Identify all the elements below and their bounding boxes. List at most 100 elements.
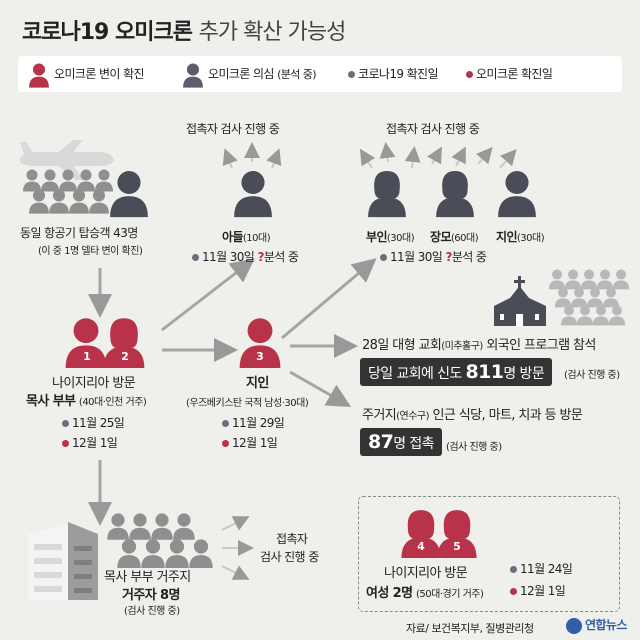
congregation-crowd-icon: [548, 269, 630, 326]
legend: 오미크론 변이 확진 오미크론 의심 (분석 중) 코로나19 확진일 오미크론…: [18, 56, 622, 92]
residence-district: (연수구): [396, 411, 429, 422]
passengers-note: (이 중 1명 델타 변이 확진): [38, 246, 143, 257]
women-label-wrap: 여성 2명 (50대·경기 거주): [366, 582, 484, 601]
church-visitors-box: 당일 교회에 신도 811명 방문: [360, 358, 553, 386]
women-date2-wrap: 12월 1일: [510, 582, 566, 599]
wife-person-icon: [368, 170, 406, 218]
legend-suspected: 오미크론 의심: [208, 67, 274, 81]
red-dot-icon: [466, 71, 473, 78]
case-number-2: 2: [121, 350, 129, 363]
legend-covid-date: 코로나19 확진일: [358, 67, 439, 81]
gray-dot-icon: [380, 254, 387, 261]
couple-label-wrap: 목사 부부 (40대·인천 거주): [26, 390, 147, 409]
residents-count-wrap: 거주자 8명: [122, 584, 180, 603]
family-date-wrap: 11월 30일 ?분석 중: [380, 248, 487, 265]
red-dot-icon: [222, 440, 229, 447]
residence-contacts-box: 87명 접촉: [360, 428, 442, 456]
contact-testing-label-right: 접촉자 검사 진행 중: [386, 122, 480, 136]
women-trip: 나이지리아 방문: [384, 566, 468, 581]
wife-label: 부인: [366, 230, 387, 244]
acq-covid-date: 11월 29일: [232, 416, 285, 430]
family-analysis: 분석 중: [451, 250, 487, 264]
residence-line-wrap: 주거지(연수구) 인근 식당, 마트, 치과 등 방문: [362, 404, 583, 423]
friend-person-icon: [498, 170, 536, 218]
case-number-3: 3: [256, 350, 264, 363]
contact-mid-line2: 검사 진행 중: [260, 550, 319, 564]
church-testing-note: (검사 진행 중): [564, 370, 620, 381]
church-line-wrap: 28일 대형 교회(미추홀구) 외국인 프로그램 참석: [362, 334, 596, 353]
legend-omicron-wrap: 오미크론 확진일: [466, 65, 553, 82]
couple-date1-wrap: 11월 25일: [62, 414, 125, 431]
contact-testing-label-left: 접촉자 검사 진행 중: [186, 122, 280, 136]
legend-suspected-wrap: 오미크론 의심 (분석 중): [208, 65, 317, 82]
legend-confirmed: 오미크론 변이 확진: [54, 67, 145, 81]
son-person-icon: [234, 170, 272, 218]
apartment-building-icon: [28, 522, 98, 600]
source-credit: 자료/ 보건복지부, 질병관리청: [406, 622, 534, 635]
acq-label-wrap: 지인: [246, 372, 269, 391]
residents-location: 목사 부부 거주지: [104, 570, 191, 585]
women-label: 여성 2명: [366, 586, 413, 601]
couple-covid-date: 11월 25일: [72, 416, 125, 430]
case-number-5: 5: [453, 540, 461, 553]
son-analysis: 분석 중: [263, 250, 299, 264]
red-dot-icon: [62, 440, 69, 447]
gray-dot-icon: [348, 71, 355, 78]
son-age: (10대): [242, 233, 271, 244]
acq-date2-wrap: 12월 1일: [222, 434, 278, 451]
women-group-box: [358, 496, 620, 612]
family-date: 11월 30일: [390, 250, 443, 264]
son-label: 아들: [222, 230, 243, 244]
delta-case-person-icon: [110, 170, 148, 218]
mother-in-law-person-icon: [436, 170, 474, 218]
son-date: 11월 30일: [202, 250, 255, 264]
red-dot-icon: [510, 588, 517, 595]
women-date1-wrap: 11월 24일: [510, 560, 573, 577]
church-line: 28일 대형 교회: [362, 338, 442, 353]
residents-crowd-icon: [107, 513, 213, 568]
couple-label: 목사 부부: [26, 394, 76, 409]
gray-dot-icon: [62, 420, 69, 427]
church-icon: [494, 276, 546, 326]
question-icon: ?: [257, 250, 264, 264]
couple-omicron-date: 12월 1일: [72, 436, 118, 450]
residence-box-post: 명 접촉: [393, 436, 434, 452]
church-box-pre: 당일 교회에 신도: [368, 366, 462, 382]
residence-testing-note: (검사 진행 중): [446, 442, 502, 453]
wife-age: (30대): [386, 233, 415, 244]
residents-testing-note: (검사 진행 중): [124, 606, 180, 617]
acq-label: 지인: [246, 376, 269, 391]
legend-suspected-note: (분석 중): [277, 68, 316, 81]
couple-date2-wrap: 12월 1일: [62, 434, 118, 451]
church-district: (미추홀구): [441, 341, 483, 352]
title-main: 코로나19 오미크론: [22, 20, 193, 45]
title-sub: 추가 확산 가능성: [198, 20, 347, 45]
residence-line: 주거지: [362, 408, 397, 423]
yonhap-logo-icon: [566, 617, 582, 634]
gray-dot-icon: [510, 566, 517, 573]
couple-trip: 나이지리아 방문: [52, 376, 136, 391]
gray-dot-icon: [222, 420, 229, 427]
logo-wrap: 연합뉴스: [566, 616, 627, 634]
mother-label-wrap: 장모(60대): [430, 228, 479, 245]
gray-dot-icon: [192, 254, 199, 261]
women-omicron-date: 12월 1일: [520, 584, 566, 598]
acq-date1-wrap: 11월 29일: [222, 414, 285, 431]
acq-note: (우즈베키스탄 국적 남성·30대): [186, 398, 309, 409]
case-number-4: 4: [417, 540, 425, 553]
residence-visits: 인근 식당, 마트, 치과 등 방문: [432, 408, 583, 423]
friend-label-wrap: 지인(30대): [496, 228, 545, 245]
question-icon: ?: [445, 250, 452, 264]
passengers-count: 동일 항공기 탑승객 43명: [20, 226, 138, 240]
church-visitors-count: 811: [465, 361, 504, 383]
yonhap-logo-text: 연합뉴스: [585, 618, 627, 632]
son-label-wrap: 아들(10대): [222, 228, 271, 245]
residence-contacts-count: 87: [368, 431, 394, 453]
women-covid-date: 11월 24일: [520, 562, 573, 576]
legend-omicron-date: 오미크론 확진일: [476, 67, 553, 81]
son-date-wrap: 11월 30일 ?분석 중: [192, 248, 299, 265]
case-number-1: 1: [83, 350, 91, 363]
legend-covid-wrap: 코로나19 확진일: [348, 65, 439, 82]
friend-age: (30대): [516, 233, 545, 244]
